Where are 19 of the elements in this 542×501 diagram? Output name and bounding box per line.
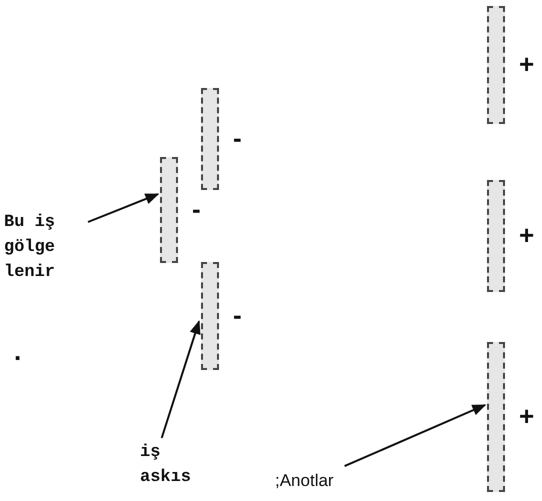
plus-sign: +	[519, 403, 534, 429]
anode-plate	[487, 6, 505, 124]
callout-text: iş askıs	[140, 440, 202, 490]
minus-sign: -	[233, 302, 242, 328]
anode-plate	[487, 180, 505, 292]
dot-mark: .	[14, 338, 22, 364]
anode-plate	[487, 342, 505, 492]
arrow	[160, 320, 200, 438]
cathode-plate	[201, 88, 219, 190]
plus-sign: +	[519, 222, 534, 248]
plus-sign: +	[519, 51, 534, 77]
arrow	[88, 193, 160, 223]
callout-text: ;Anotlar	[275, 468, 355, 493]
arrow	[344, 404, 486, 467]
minus-sign: -	[233, 125, 242, 151]
cathode-plate	[160, 157, 178, 263]
cathode-plate	[201, 262, 219, 370]
minus-sign: -	[192, 196, 201, 222]
callout-text: Bu iş gölge lenir	[4, 210, 84, 285]
